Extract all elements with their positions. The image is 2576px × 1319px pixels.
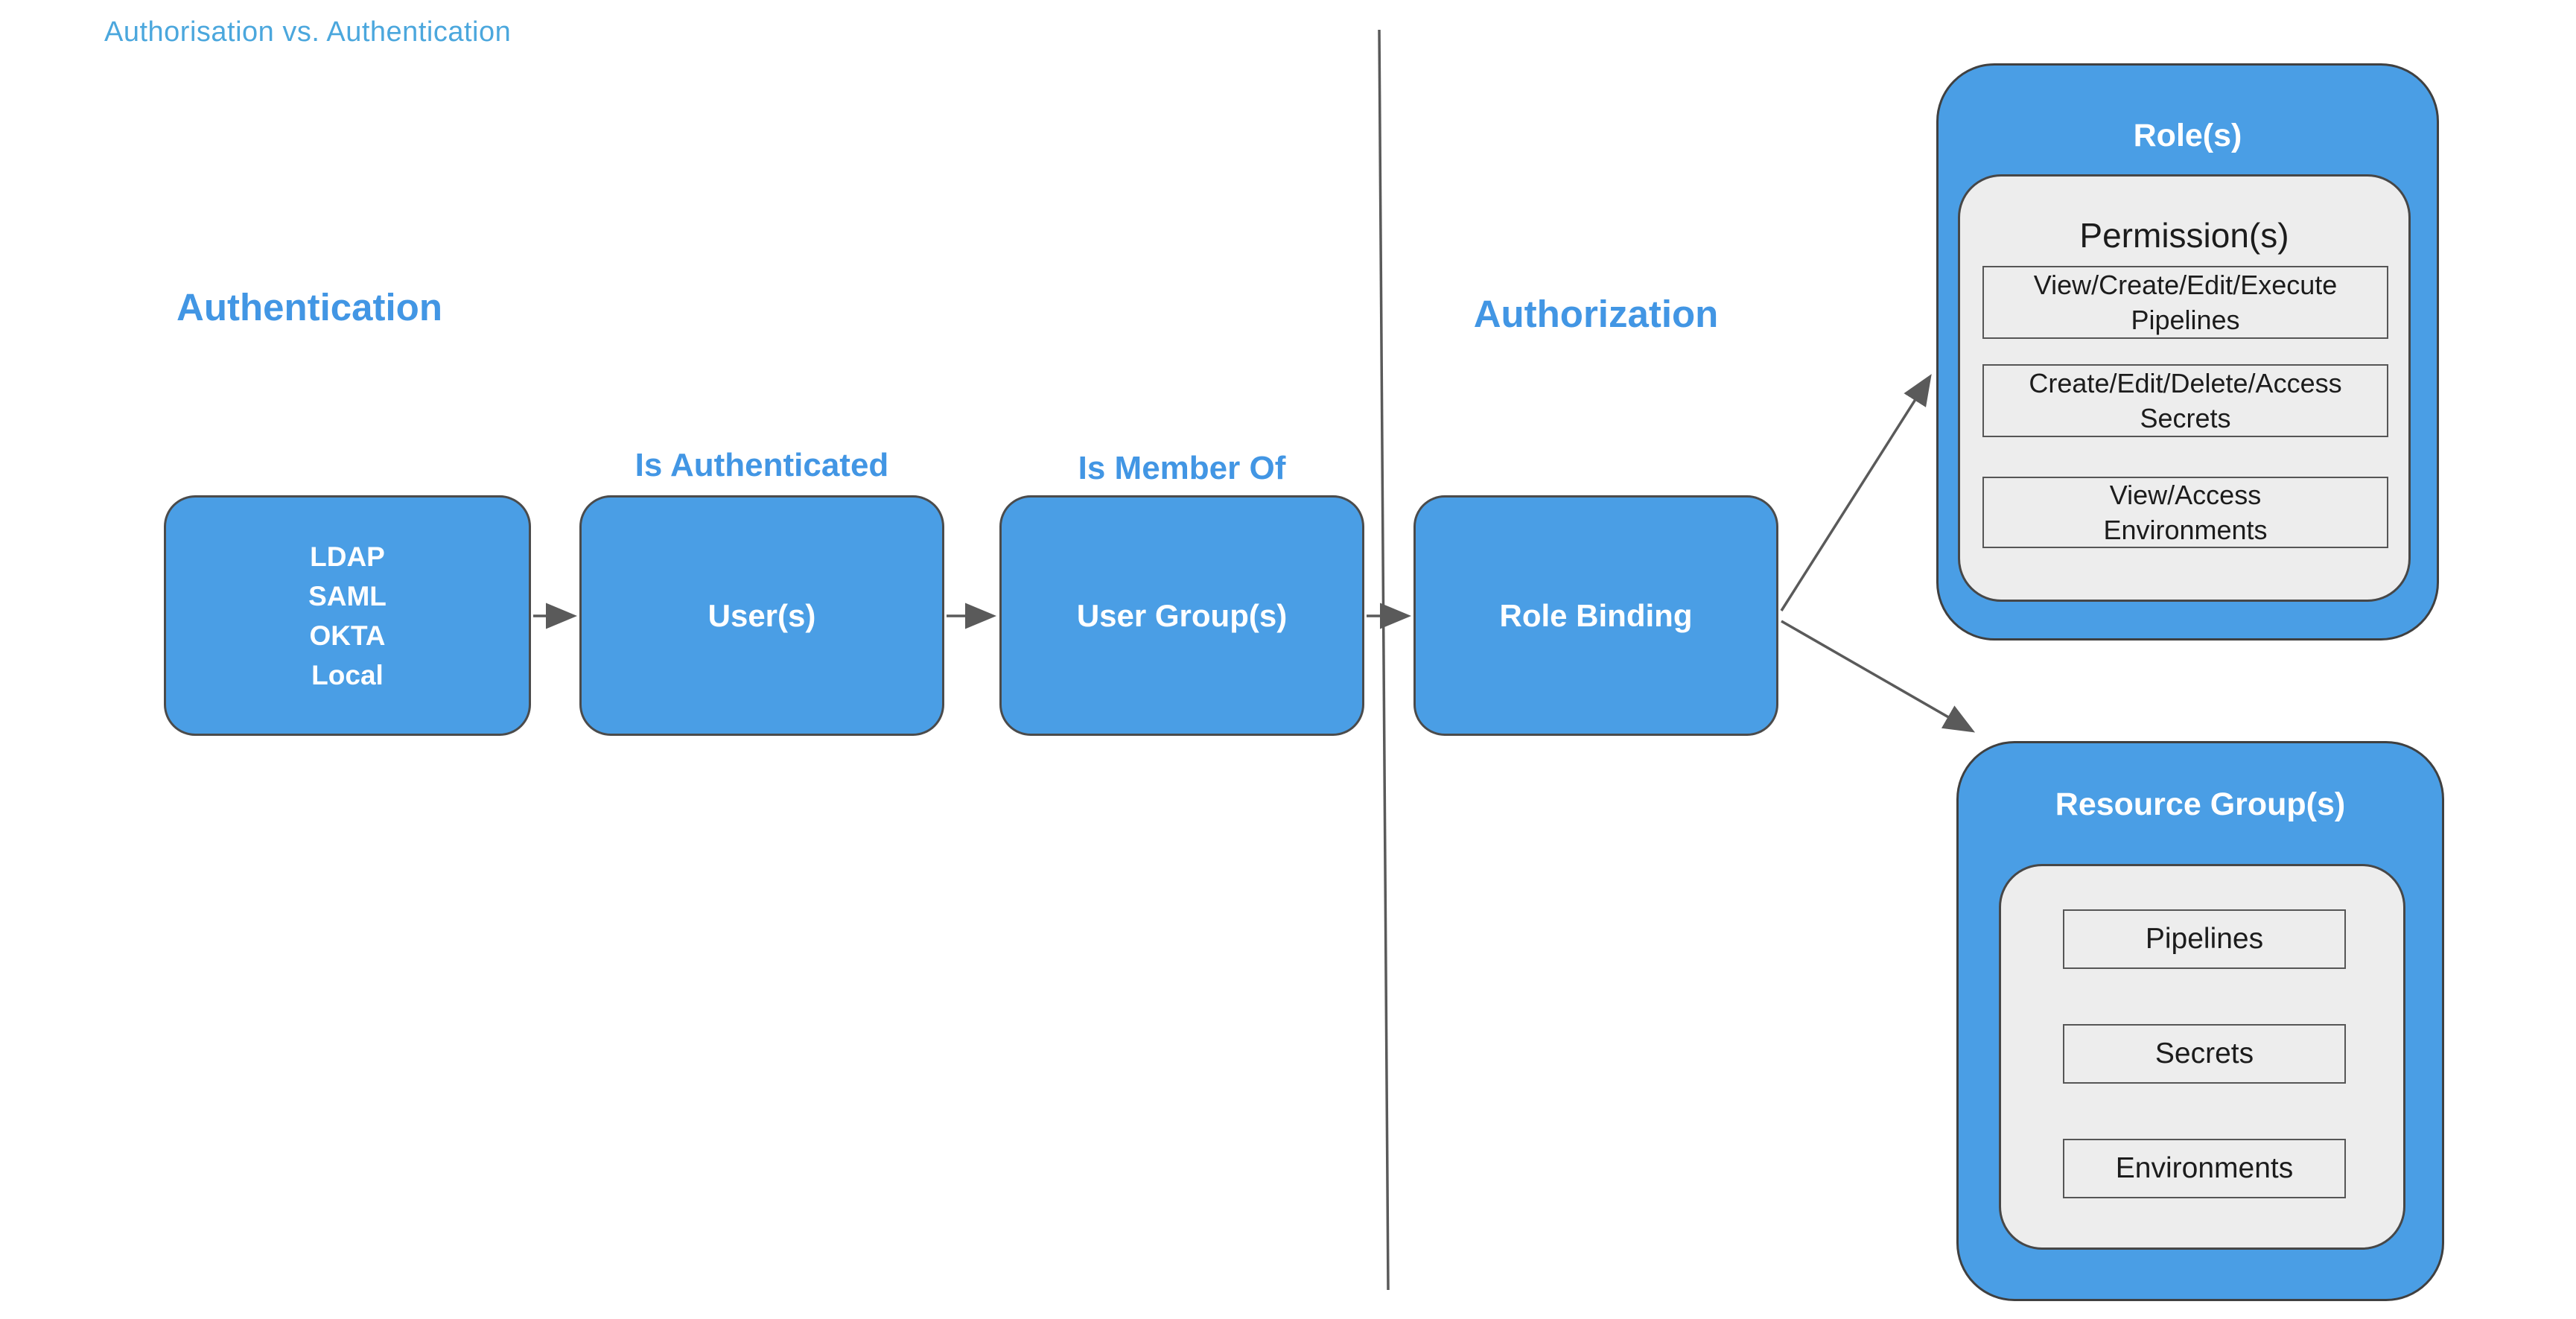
container-resource-groups: Resource Group(s) Pipelines Secrets Envi… bbox=[1956, 741, 2444, 1301]
permission-item-environments: View/Access Environments bbox=[1982, 477, 2388, 548]
idp-line-okta: OKTA bbox=[309, 620, 386, 651]
page-title: Authorisation vs. Authentication bbox=[104, 16, 512, 48]
section-divider-line bbox=[1378, 29, 1390, 1291]
section-heading-authorization: Authorization bbox=[1473, 293, 1719, 335]
arrow-rolebinding-to-roles bbox=[1780, 374, 1932, 611]
node-user-groups-label: User Group(s) bbox=[1076, 597, 1288, 633]
resource-item-pipelines: Pipelines bbox=[2063, 909, 2346, 969]
node-role-binding-label: Role Binding bbox=[1499, 597, 1693, 633]
section-heading-authentication: Authentication bbox=[176, 286, 442, 328]
idp-line-ldap: LDAP bbox=[310, 541, 385, 572]
idp-line-saml: SAML bbox=[308, 580, 387, 611]
node-users-label: User(s) bbox=[707, 597, 816, 633]
permission-item-pipelines: View/Create/Edit/Execute Pipelines bbox=[1982, 266, 2388, 339]
resource-groups-heading: Resource Group(s) bbox=[2055, 786, 2346, 822]
resource-item-environments: Environments bbox=[2063, 1139, 2346, 1198]
resource-groups-panel: Pipelines Secrets Environments bbox=[1999, 864, 2405, 1250]
node-users: User(s) bbox=[579, 495, 944, 736]
container-roles: Role(s) Permission(s) View/Create/Edit/E… bbox=[1936, 63, 2439, 641]
arrow-rolebinding-to-resourcegroups bbox=[1781, 620, 1976, 733]
node-role-binding: Role Binding bbox=[1413, 495, 1778, 736]
roles-heading: Role(s) bbox=[2133, 118, 2242, 153]
node-identity-providers: LDAP SAML OKTA Local bbox=[164, 495, 531, 736]
resource-item-secrets: Secrets bbox=[2063, 1024, 2346, 1084]
permissions-heading: Permission(s) bbox=[2079, 216, 2289, 255]
edge-label-is-member-of: Is Member Of bbox=[1078, 450, 1286, 486]
edge-label-is-authenticated: Is Authenticated bbox=[635, 447, 889, 483]
permissions-panel: Permission(s) View/Create/Edit/Execute P… bbox=[1958, 174, 2411, 602]
idp-line-local: Local bbox=[311, 659, 384, 690]
node-user-groups: User Group(s) bbox=[999, 495, 1364, 736]
permission-item-secrets: Create/Edit/Delete/Access Secrets bbox=[1982, 364, 2388, 437]
